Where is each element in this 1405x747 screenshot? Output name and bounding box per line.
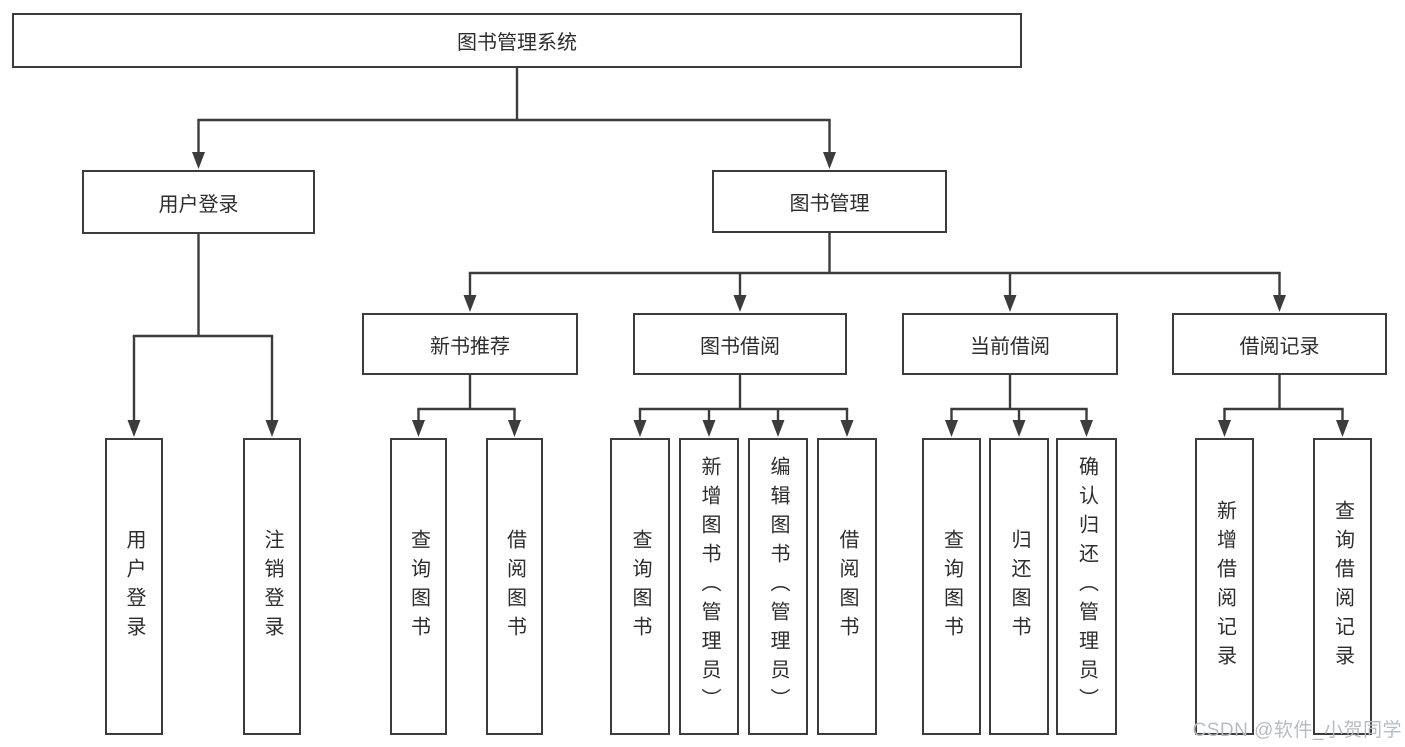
node-book-mgmt-label: 图书管理	[789, 193, 870, 215]
node-new-book: 新书推荐	[362, 313, 578, 375]
node-leaf-user-login: 用户登录	[105, 438, 163, 735]
node-user-login: 用户登录	[82, 170, 315, 234]
node-c-query: 查询图书	[922, 438, 981, 735]
node-nb-borrow-label: 借阅图书	[503, 528, 526, 645]
node-leaf-logout: 注销登录	[243, 438, 301, 735]
watermark: CSDN @软件_小贺同学	[1192, 720, 1402, 741]
node-nb-borrow: 借阅图书	[486, 438, 543, 735]
node-b-borrow-label: 借阅图书	[836, 528, 858, 645]
node-borrow: 图书借阅	[633, 313, 847, 375]
node-root: 图书管理系统	[12, 13, 1022, 68]
node-b-edit-label: 编辑图书（管理员）	[767, 456, 789, 717]
node-new-book-label: 新书推荐	[430, 335, 510, 358]
node-current: 当前借阅	[902, 313, 1118, 375]
node-borrow-label: 图书借阅	[700, 335, 780, 358]
node-c-confirm-label: 确认归还（管理员）	[1075, 456, 1098, 717]
node-r-add: 新增借阅记录	[1195, 438, 1254, 735]
node-b-query: 查询图书	[610, 438, 670, 735]
node-c-return-label: 归还图书	[1008, 528, 1030, 645]
node-r-add-label: 新增借阅记录	[1213, 499, 1236, 674]
node-b-borrow: 借阅图书	[817, 438, 877, 735]
node-b-add: 新增图书（管理员）	[679, 438, 739, 735]
node-b-edit: 编辑图书（管理员）	[748, 438, 808, 735]
node-c-return: 归还图书	[989, 438, 1049, 735]
node-root-label: 图书管理系统	[457, 32, 577, 54]
node-b-add-label: 新增图书（管理员）	[698, 456, 720, 717]
node-leaf-logout-label: 注销登录	[261, 528, 283, 645]
node-r-query: 查询借阅记录	[1313, 438, 1372, 735]
node-nb-query-label: 查询图书	[407, 528, 430, 645]
node-book-mgmt: 图书管理	[712, 170, 947, 233]
node-leaf-user-login-label: 用户登录	[123, 528, 145, 645]
node-nb-query: 查询图书	[390, 438, 447, 735]
node-user-login-label: 用户登录	[158, 193, 239, 216]
node-records-label: 借阅记录	[1239, 335, 1320, 358]
node-records: 借阅记录	[1172, 313, 1387, 375]
node-c-confirm: 确认归还（管理员）	[1056, 438, 1117, 735]
node-b-query-label: 查询图书	[629, 528, 651, 645]
node-c-query-label: 查询图书	[940, 528, 963, 645]
node-current-label: 当前借阅	[970, 335, 1050, 358]
node-r-query-label: 查询借阅记录	[1331, 499, 1354, 674]
